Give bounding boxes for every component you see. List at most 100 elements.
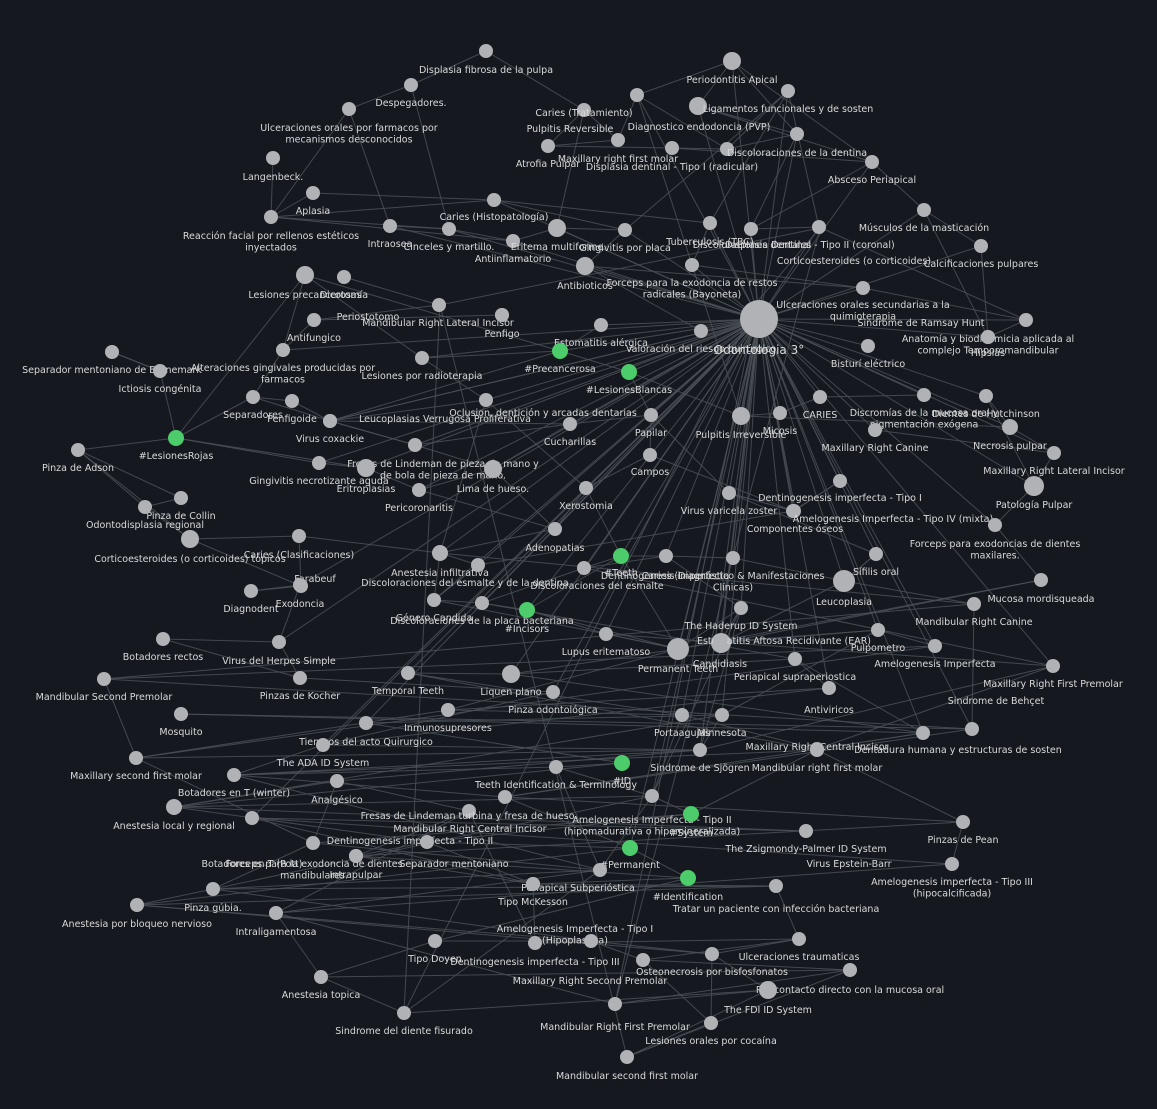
graph-note-node[interactable]: Sindrome de Behçet [948, 696, 1045, 736]
graph-note-node[interactable]: Separador mentoniano de Branemark [22, 345, 202, 376]
graph-tag-node[interactable]: #Incisors [505, 602, 549, 635]
node-dot[interactable] [227, 768, 241, 782]
node-dot[interactable] [788, 652, 802, 666]
graph-note-node[interactable]: Mandibular second first molar [556, 1050, 698, 1082]
graph-note-node[interactable]: The FDI ID System [723, 981, 812, 1016]
graph-note-node[interactable]: Sindrome de Sjögren [650, 743, 750, 774]
node-dot[interactable] [693, 743, 707, 757]
graph-note-node[interactable]: Temporal Teeth [371, 666, 444, 697]
node-dot[interactable] [713, 635, 727, 649]
node-dot[interactable] [285, 394, 299, 408]
graph-note-node[interactable]: Diagnodent [223, 584, 279, 615]
graph-note-node[interactable]: Caries (Histopatología) [440, 193, 549, 223]
node-dot[interactable] [917, 203, 931, 217]
node-dot[interactable] [563, 417, 577, 431]
node-dot[interactable] [614, 755, 630, 771]
node-dot[interactable] [479, 393, 493, 407]
graph-note-node[interactable]: Dentadura humana y estructuras de sosten [854, 726, 1062, 756]
graph-note-node[interactable]: Osteonecrosis por bisfosfonatos [636, 947, 788, 978]
graph-note-node[interactable]: Lesiones precancerosas [248, 266, 362, 301]
node-dot[interactable] [330, 774, 344, 788]
graph-note-node[interactable]: Periostotomo [337, 298, 446, 323]
node-dot[interactable] [1046, 659, 1060, 673]
graph-note-node[interactable]: Dientes de Hutchinson [932, 389, 1040, 420]
graph-note-node[interactable]: Maxillary right first molar [558, 141, 679, 165]
node-dot[interactable] [475, 596, 489, 610]
node-dot[interactable] [593, 863, 607, 877]
node-dot[interactable] [181, 530, 199, 548]
graph-note-node[interactable]: Aplasia [296, 186, 330, 217]
node-dot[interactable] [694, 324, 708, 338]
node-dot[interactable] [432, 545, 448, 561]
node-dot[interactable] [974, 239, 988, 253]
node-dot[interactable] [643, 448, 657, 462]
graph-note-node[interactable]: Tipo McKesson [497, 877, 568, 908]
node-dot[interactable] [967, 597, 981, 611]
graph-tag-node[interactable]: #LesionesBlancas [586, 364, 672, 396]
graph-note-node[interactable]: Valoración del riesgo quirúrgico [626, 324, 776, 355]
graph-note-node[interactable]: Pulpometro [851, 623, 906, 654]
graph-note-node[interactable]: Discoloraciones del esmalte [530, 561, 664, 592]
graph-note-node[interactable]: Antiviricos [804, 681, 854, 716]
node-dot[interactable] [441, 703, 455, 717]
node-dot[interactable] [680, 870, 696, 886]
node-dot[interactable] [528, 936, 542, 950]
graph-note-node[interactable]: Virus coxackie [296, 414, 364, 445]
node-dot[interactable] [659, 549, 673, 563]
node-dot[interactable] [843, 963, 857, 977]
node-dot[interactable] [548, 219, 566, 237]
node-dot[interactable] [790, 127, 804, 141]
node-dot[interactable] [636, 953, 650, 967]
node-dot[interactable] [498, 790, 512, 804]
graph-note-node[interactable]: Gingivitis por placa [579, 223, 671, 254]
graph-note-node[interactable]: Mandibular Right Canine [915, 597, 1033, 628]
graph-note-node[interactable]: Analgésico [311, 774, 363, 806]
graph-note-node[interactable]: Pinza de Adson [42, 443, 114, 474]
graph-note-node[interactable]: Tratar un paciente con infección bacteri… [672, 879, 880, 915]
node-dot[interactable] [812, 220, 826, 234]
graph-note-node[interactable]: Adenopatias [525, 522, 585, 554]
node-dot[interactable] [577, 561, 591, 575]
graph-tag-node[interactable]: #Identification [653, 870, 723, 903]
node-dot[interactable] [272, 635, 286, 649]
graph-note-node[interactable]: Amelogenesis Imperfecta - Tipo I(Hipopla… [497, 924, 653, 950]
graph-note-node[interactable]: Tuberculosis (TBC) [665, 216, 754, 248]
node-dot[interactable] [97, 672, 111, 686]
graph-note-node[interactable]: Sindrome del diente fisurado [335, 1006, 473, 1037]
node-dot[interactable] [349, 849, 363, 863]
node-dot[interactable] [316, 738, 330, 752]
node-dot[interactable] [715, 708, 729, 722]
node-dot[interactable] [869, 547, 883, 561]
graph-note-node[interactable]: Virus Epstein-Barr [593, 859, 892, 877]
graph-note-node[interactable]: Pinza odontológica [508, 685, 598, 716]
node-dot[interactable] [871, 623, 885, 637]
node-dot[interactable] [734, 601, 748, 615]
graph-note-node[interactable]: Diagnostico endodoncia (PVP) [628, 88, 771, 133]
graph-note-node[interactable]: Género Candida [396, 593, 473, 624]
node-dot[interactable] [306, 836, 320, 850]
graph-note-node[interactable]: Pinza de Collin [146, 491, 216, 522]
graph-note-node[interactable]: Candidiasis [693, 635, 747, 670]
node-dot[interactable] [689, 97, 707, 115]
node-dot[interactable] [166, 799, 182, 815]
graph-note-node[interactable]: CARIES [803, 390, 838, 421]
graph-note-node[interactable]: Pericoronaritis [385, 483, 453, 514]
graph-note-node[interactable]: Amelogenesis Imperfecta [874, 639, 996, 670]
node-dot[interactable] [683, 806, 699, 822]
graph-note-node[interactable]: Botadores en T (winter) [178, 768, 290, 799]
graph-tag-node[interactable]: #ID [613, 755, 631, 787]
node-dot[interactable] [732, 407, 750, 425]
graph-note-node[interactable]: Ictiosis congénita [119, 364, 202, 395]
graph-note-node[interactable]: Mandibular right first molar [752, 743, 883, 774]
graph-note-node[interactable]: Mucosa mordisqueada [987, 573, 1095, 605]
graph-note-node[interactable]: Oclusion, dentición y arcadas dentarias [449, 393, 637, 419]
node-dot[interactable] [786, 504, 800, 518]
node-dot[interactable] [599, 627, 613, 641]
node-dot[interactable] [526, 877, 540, 891]
graph-note-node[interactable]: Patología Pulpar [996, 476, 1073, 511]
node-dot[interactable] [383, 219, 397, 233]
